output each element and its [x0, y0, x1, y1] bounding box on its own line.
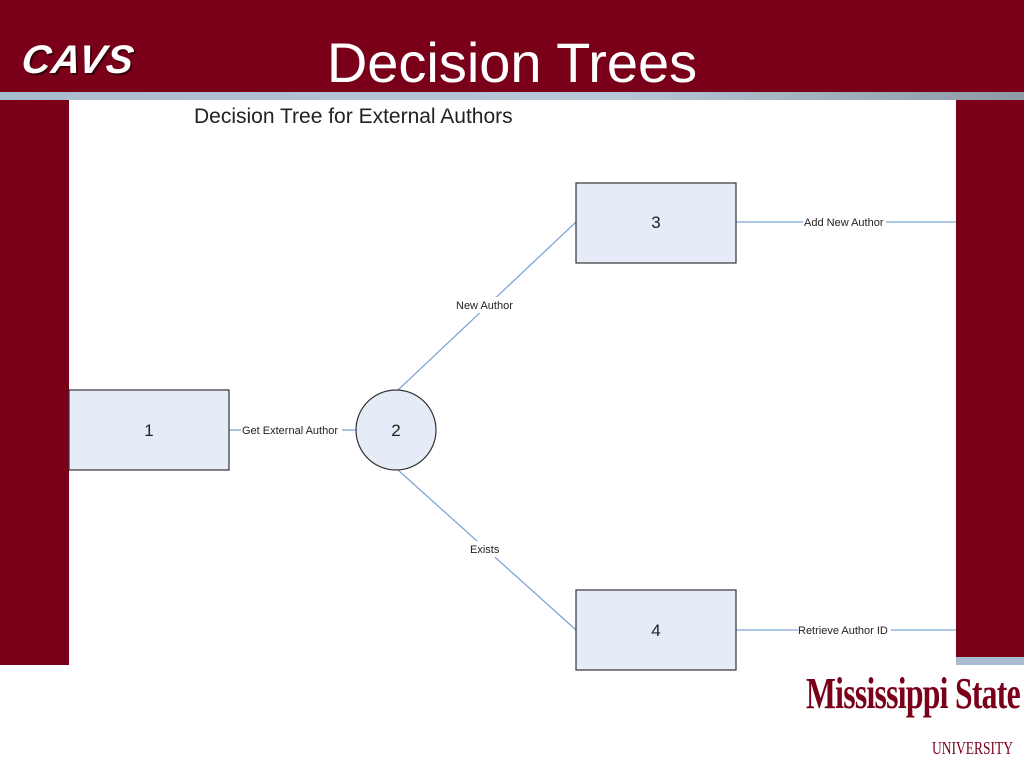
edge-label-get-external-author: Get External Author [242, 425, 338, 437]
node-1-box [68, 389, 230, 471]
edge-label-exists: Exists [470, 544, 500, 556]
msu-logo-name: Mississippi State [806, 669, 1021, 718]
node-2-circle [355, 389, 437, 471]
edge-label-new-author: New Author [456, 300, 513, 312]
node-4-label: 4 [651, 621, 660, 640]
edge-label-add-new-author: Add New Author [804, 217, 884, 229]
node-1-label: 1 [144, 421, 153, 440]
header-bar [0, 0, 1024, 100]
edge-label-bg-exists [466, 541, 504, 557]
node-3-box [575, 182, 737, 264]
diagram-canvas [69, 100, 956, 665]
node-4-box [575, 589, 737, 671]
node-2-label: 2 [391, 421, 400, 440]
footer-divider [956, 657, 1024, 665]
footer-area [0, 665, 1024, 768]
edge-label-bg-new-author [452, 297, 520, 313]
msu-logo: Mississippi State UNIVERSITY [806, 668, 1021, 764]
diagram-title: Decision Tree for External Authors [194, 105, 513, 128]
slide-title: Decision Trees [326, 31, 698, 94]
header-divider [0, 92, 1024, 100]
msu-logo-university: UNIVERSITY [932, 738, 1013, 758]
node-3-label: 3 [651, 213, 660, 232]
edge-label-retrieve-author-id: Retrieve Author ID [798, 625, 888, 637]
